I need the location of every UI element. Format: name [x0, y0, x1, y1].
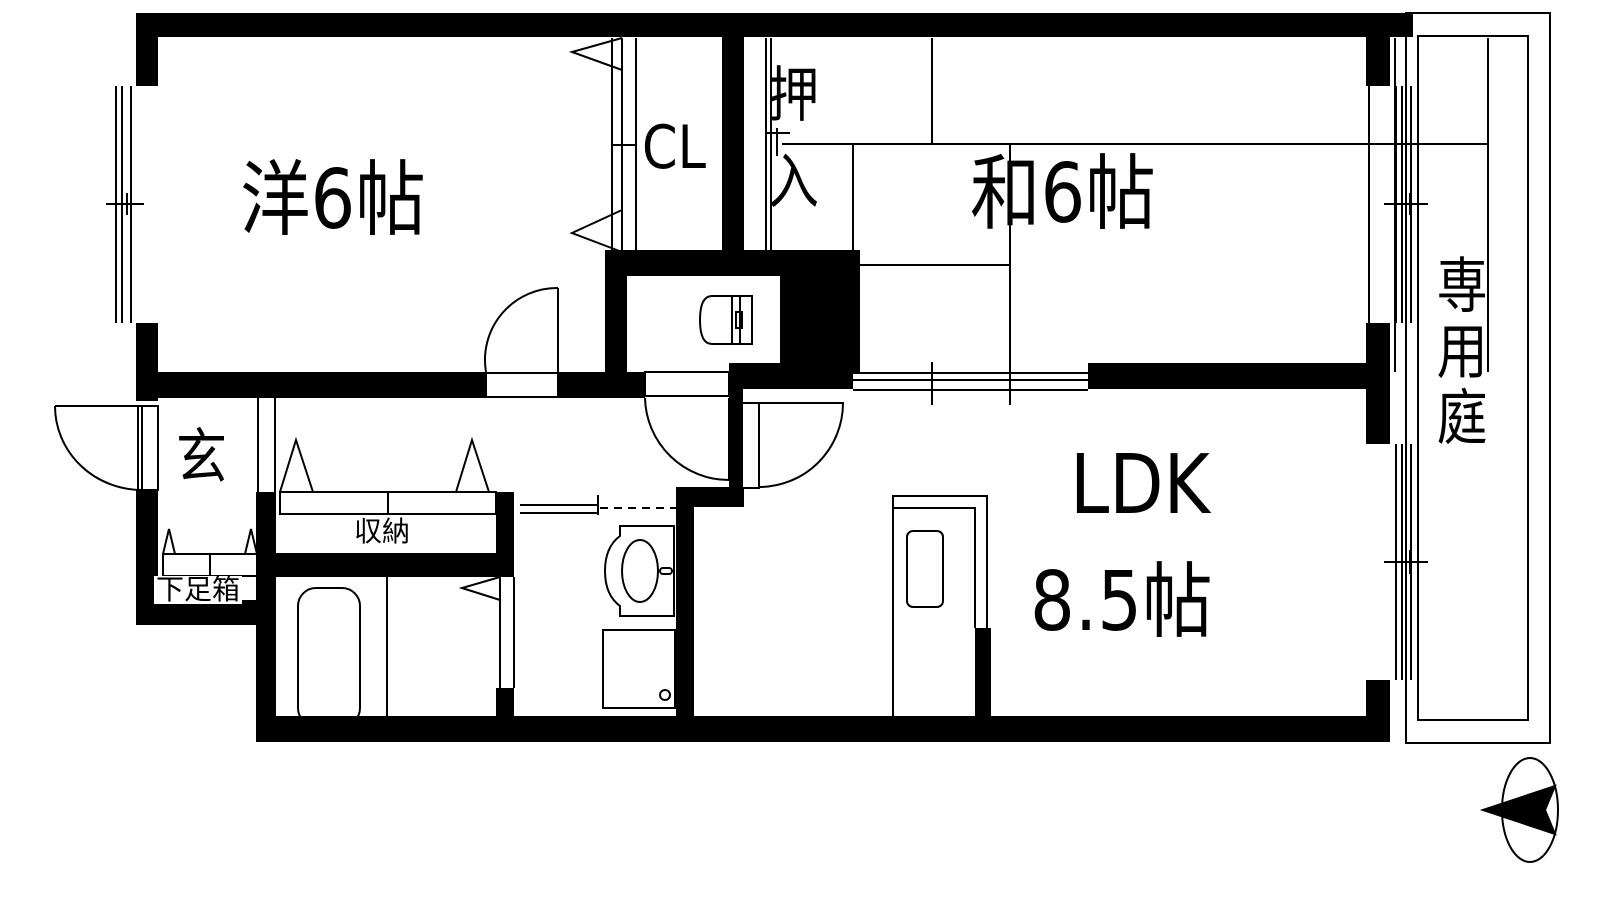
wall-shoe-cabinet-bottom — [136, 600, 257, 625]
hallway-storage — [257, 398, 497, 515]
wall-west-upper — [136, 13, 158, 86]
room-label-ldk-size: 8.5帖 — [1030, 555, 1213, 650]
wall-top — [136, 13, 1413, 37]
wall-washroom-east — [676, 502, 694, 742]
wall-japanese-south — [729, 363, 853, 389]
closet-doors — [568, 37, 637, 253]
room-label-oshiire-1: 押 — [768, 61, 819, 131]
kitchen-counter — [892, 495, 988, 737]
room-label-closet: CL — [642, 113, 707, 183]
toilet-door — [644, 371, 730, 481]
washing-machine-space — [602, 629, 676, 709]
washroom-entrance — [520, 495, 676, 515]
wall-entrance-west — [136, 490, 158, 625]
compass-icon — [1479, 757, 1559, 863]
wall-western-room-south — [136, 372, 486, 398]
wall-toilet-right — [780, 250, 860, 372]
wall-bottom — [256, 716, 1390, 742]
wall-east-top — [1366, 13, 1390, 86]
room-label-entrance: 玄 — [176, 423, 227, 493]
room-label-storage: 収納 — [352, 515, 413, 548]
wall-ldk-west-stub — [729, 363, 743, 506]
window-east-lower — [1384, 444, 1428, 680]
room-label-garden: 専用庭 — [1427, 254, 1488, 452]
bathtub — [297, 576, 515, 732]
wall-cl-oshiire — [722, 37, 744, 252]
garden-outline — [1405, 12, 1551, 744]
room-label-western: 洋6帖 — [240, 153, 426, 248]
wall-japanese-south-east — [1088, 363, 1386, 389]
room-label-japanese: 和6帖 — [970, 147, 1156, 242]
shoe-cabinet-doors — [162, 528, 260, 577]
room-label-ldk: LDK — [1070, 438, 1210, 533]
ldk-door — [736, 402, 845, 489]
oshiire-doors — [765, 38, 790, 252]
washbasin — [603, 525, 675, 617]
wall-storage-bottom — [256, 553, 514, 577]
western-room-door — [484, 286, 559, 398]
wall-east-mid — [1366, 323, 1390, 444]
wall-storage-left — [256, 492, 276, 742]
window-west — [106, 86, 144, 323]
wall-ldk-door-jamb — [676, 487, 744, 507]
room-label-shoe-cabinet: 下足箱 — [154, 573, 243, 606]
wall-toilet-left — [605, 250, 627, 372]
room-label-oshiire-2: 入 — [768, 148, 819, 218]
toilet-fixture — [698, 295, 753, 345]
entrance-door — [54, 405, 159, 492]
japanese-room-sliding-door — [853, 362, 1088, 405]
wall-kitchen-partition — [975, 628, 991, 740]
window-east-upper — [1384, 86, 1428, 323]
wall-western-room-south-2 — [558, 372, 645, 398]
